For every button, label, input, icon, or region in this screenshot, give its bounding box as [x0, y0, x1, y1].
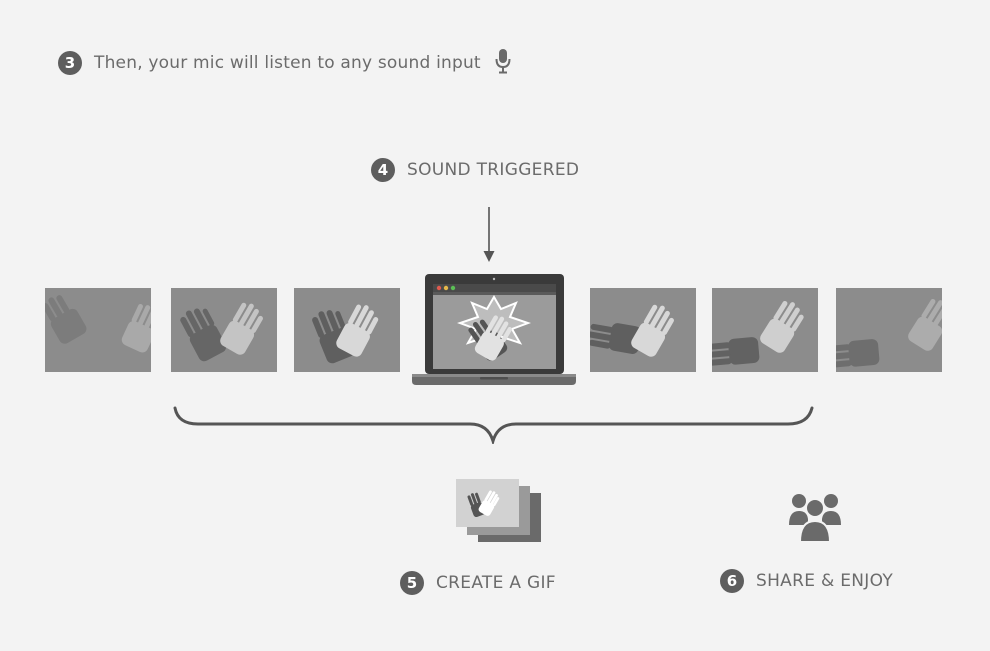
step-number-badge: 6 — [720, 569, 744, 593]
dark-hand-icon — [712, 337, 760, 366]
step-5-text: CREATE A GIF — [436, 573, 556, 593]
light-hand-icon — [478, 490, 500, 516]
gif-frame-5 — [712, 288, 818, 372]
step-4: 4 SOUND TRIGGERED — [371, 158, 579, 182]
step-3: 3 Then, your mic will listen to any soun… — [58, 48, 511, 78]
light-hand-icon — [121, 303, 151, 353]
gif-frame-1 — [45, 288, 151, 372]
dark-hand-icon — [180, 308, 227, 362]
step-number-badge: 5 — [400, 571, 424, 595]
gif-stack-icon — [456, 479, 541, 542]
step-number-badge: 4 — [371, 158, 395, 182]
step-4-text: SOUND TRIGGERED — [407, 160, 580, 180]
light-hand-icon — [631, 304, 674, 357]
step-6: 6 SHARE & ENJOY — [720, 569, 893, 593]
dark-hand-icon — [836, 339, 880, 368]
curly-brace-icon — [173, 406, 814, 444]
step-3-text: Then, your mic will listen to any sound … — [94, 53, 481, 73]
microphone-icon — [495, 48, 511, 78]
light-hand-icon — [336, 304, 379, 357]
gif-frame-4 — [590, 288, 696, 372]
light-hand-icon — [220, 302, 263, 355]
down-arrow-icon — [483, 207, 495, 262]
step-number-badge: 3 — [58, 51, 82, 75]
light-hand-icon — [760, 300, 804, 353]
people-group-icon — [789, 494, 841, 543]
laptop-icon — [412, 274, 576, 385]
gif-frame-6 — [836, 288, 942, 372]
gif-frame-2 — [171, 288, 277, 372]
gif-frame-3 — [294, 288, 400, 372]
dark-hand-icon — [45, 295, 87, 344]
light-hand-icon — [474, 315, 513, 361]
step-5: 5 CREATE A GIF — [400, 571, 556, 595]
step-6-text: SHARE & ENJOY — [756, 571, 894, 591]
light-hand-icon — [908, 298, 942, 351]
